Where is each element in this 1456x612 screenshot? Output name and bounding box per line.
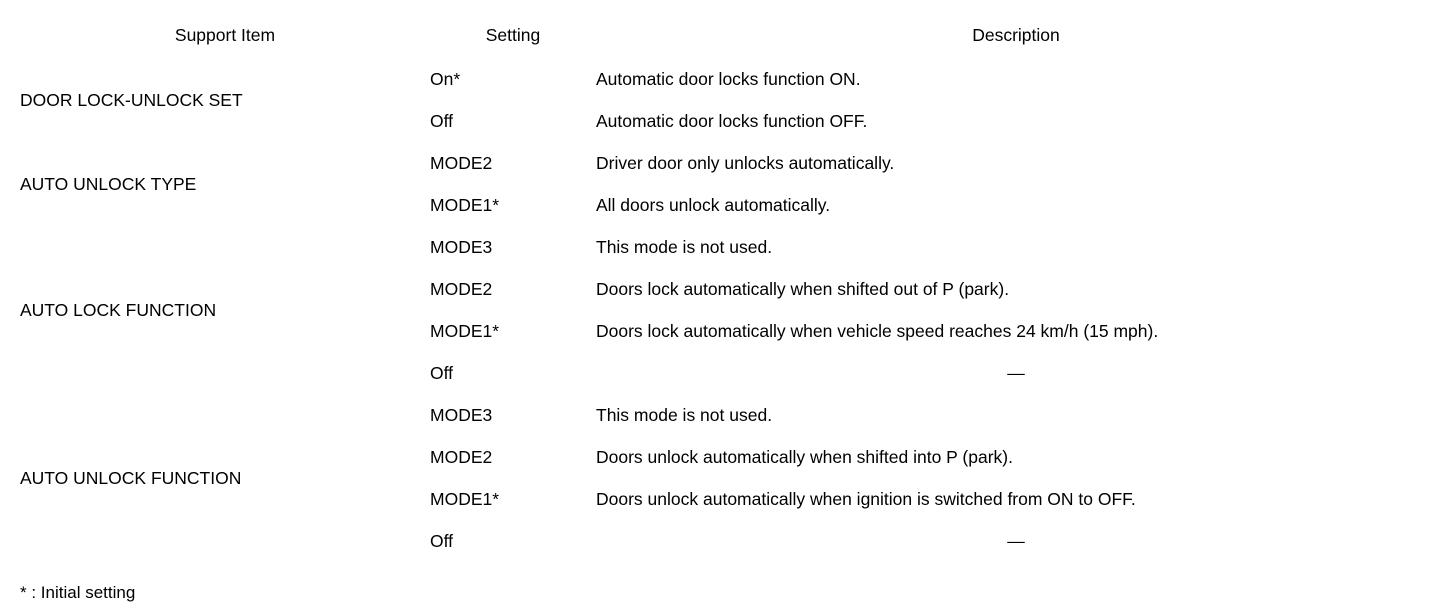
table-header: Support Item Setting Description <box>20 12 1436 58</box>
setting-value: MODE1* <box>430 488 500 509</box>
table-row: DOOR LOCK-UNLOCK SET On* Automatic door … <box>20 58 1436 110</box>
setting-value: MODE3 <box>430 236 493 257</box>
table-row: MODE1* All doors unlock automatically. <box>20 184 1436 226</box>
setting-value: Off <box>430 110 454 131</box>
table-row: MODE1* Doors unlock automatically when i… <box>20 478 1436 520</box>
support-item-door-lock-unlock-set: DOOR LOCK-UNLOCK SET <box>20 89 243 110</box>
setting-value: On* <box>430 68 461 89</box>
support-item-settings-table: Support Item Setting Description DOOR LO… <box>20 12 1436 562</box>
table-header-row: Support Item Setting Description <box>20 12 1436 58</box>
description-value: Automatic door locks function ON. <box>596 68 861 89</box>
setting-value: MODE3 <box>430 404 493 425</box>
description-value-empty: — <box>596 520 1436 562</box>
description-value: Doors lock automatically when shifted ou… <box>596 278 1010 299</box>
table-row: AUTO UNLOCK TYPE MODE2 Driver door only … <box>20 142 1436 194</box>
description-value-empty: — <box>596 352 1436 394</box>
description-value: Driver door only unlocks automatically. <box>596 152 895 173</box>
table-row: Off Automatic door locks function OFF. <box>20 100 1436 142</box>
table-body: DOOR LOCK-UNLOCK SET On* Automatic door … <box>20 58 1436 562</box>
setting-value: MODE2 <box>430 278 493 299</box>
setting-value: MODE2 <box>430 446 493 467</box>
setting-value: MODE2 <box>430 152 493 173</box>
table-row: MODE2 Doors unlock automatically when sh… <box>20 436 1436 478</box>
description-value: This mode is not used. <box>596 236 773 257</box>
table-row: MODE2 Doors lock automatically when shif… <box>20 268 1436 310</box>
description-value: All doors unlock automatically. <box>596 194 831 215</box>
setting-value: Off <box>430 530 454 551</box>
support-item-auto-unlock-type: AUTO UNLOCK TYPE <box>20 173 197 194</box>
description-value: Doors unlock automatically when ignition… <box>596 488 1136 509</box>
table-row: AUTO LOCK FUNCTION MODE3 This mode is no… <box>20 226 1436 320</box>
column-header-description: Description <box>972 24 1060 45</box>
table-row: MODE1* Doors lock automatically when veh… <box>20 310 1436 352</box>
footnote-initial-setting: * : Initial setting <box>20 583 136 602</box>
support-item-auto-lock-function: AUTO LOCK FUNCTION <box>20 299 217 320</box>
support-item-table-container: Support Item Setting Description DOOR LO… <box>20 12 1436 562</box>
table-row: Off — <box>20 520 1436 562</box>
table-row: Off — <box>20 352 1436 394</box>
setting-value: MODE1* <box>430 194 500 215</box>
setting-value: Off <box>430 362 454 383</box>
setting-value: MODE1* <box>430 320 500 341</box>
em-dash-placeholder: — <box>1007 362 1025 383</box>
column-header-setting: Setting <box>485 24 541 45</box>
em-dash-placeholder: — <box>1007 530 1025 551</box>
description-value: Doors lock automatically when vehicle sp… <box>596 320 1159 341</box>
description-value: Doors unlock automatically when shifted … <box>596 446 1013 467</box>
description-value: Automatic door locks function OFF. <box>596 110 868 131</box>
table-row: AUTO UNLOCK FUNCTION MODE3 This mode is … <box>20 394 1436 488</box>
description-value: This mode is not used. <box>596 404 773 425</box>
column-header-support-item: Support Item <box>174 24 276 45</box>
support-item-auto-unlock-function: AUTO UNLOCK FUNCTION <box>20 467 242 488</box>
